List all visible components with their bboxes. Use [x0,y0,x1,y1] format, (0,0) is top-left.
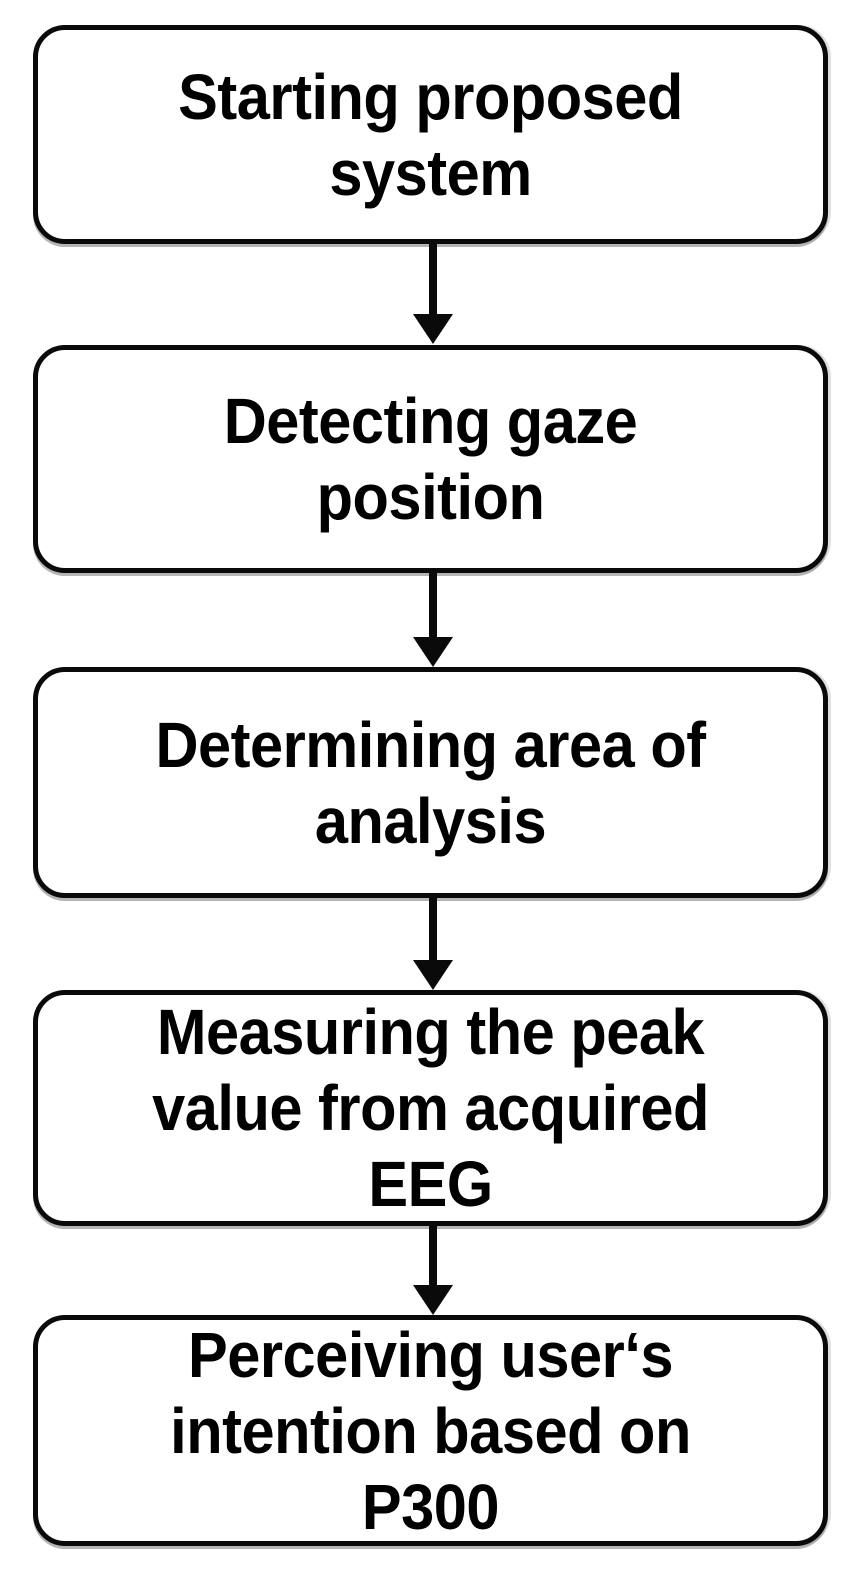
flow-node-label: Determining area of analysis [155,708,706,857]
arrow-shaft [429,898,437,962]
flow-node-label: Perceiving user‘s intention based on P30… [170,1318,691,1543]
arrow-head-icon [413,960,453,990]
flow-node-detecting-gaze-position[interactable]: Detecting gaze position [33,345,828,573]
flow-arrow-node4-to-node5 [413,1226,453,1316]
flow-node-label: Measuring the peak value from acquired E… [152,996,709,1220]
flow-node-measuring-peak-value-eeg[interactable]: Measuring the peak value from acquired E… [33,990,828,1226]
arrow-head-icon [413,637,453,667]
flow-node-perceiving-user-intention-p300[interactable]: Perceiving user‘s intention based on P30… [33,1315,828,1546]
arrow-head-icon [413,314,453,344]
arrow-shaft [429,573,437,639]
flow-node-label: Detecting gaze position [223,385,638,533]
flow-arrow-node1-to-node2 [413,244,453,346]
flow-arrow-node2-to-node3 [413,573,453,668]
arrow-shaft [429,244,437,316]
flow-node-determining-area-of-analysis[interactable]: Determining area of analysis [33,667,828,898]
arrow-head-icon [413,1285,453,1315]
flow-node-label: Starting proposed system [178,60,683,209]
flow-arrow-node3-to-node4 [413,898,453,991]
arrow-shaft [429,1226,437,1287]
flow-node-starting-proposed-system[interactable]: Starting proposed system [33,25,828,244]
